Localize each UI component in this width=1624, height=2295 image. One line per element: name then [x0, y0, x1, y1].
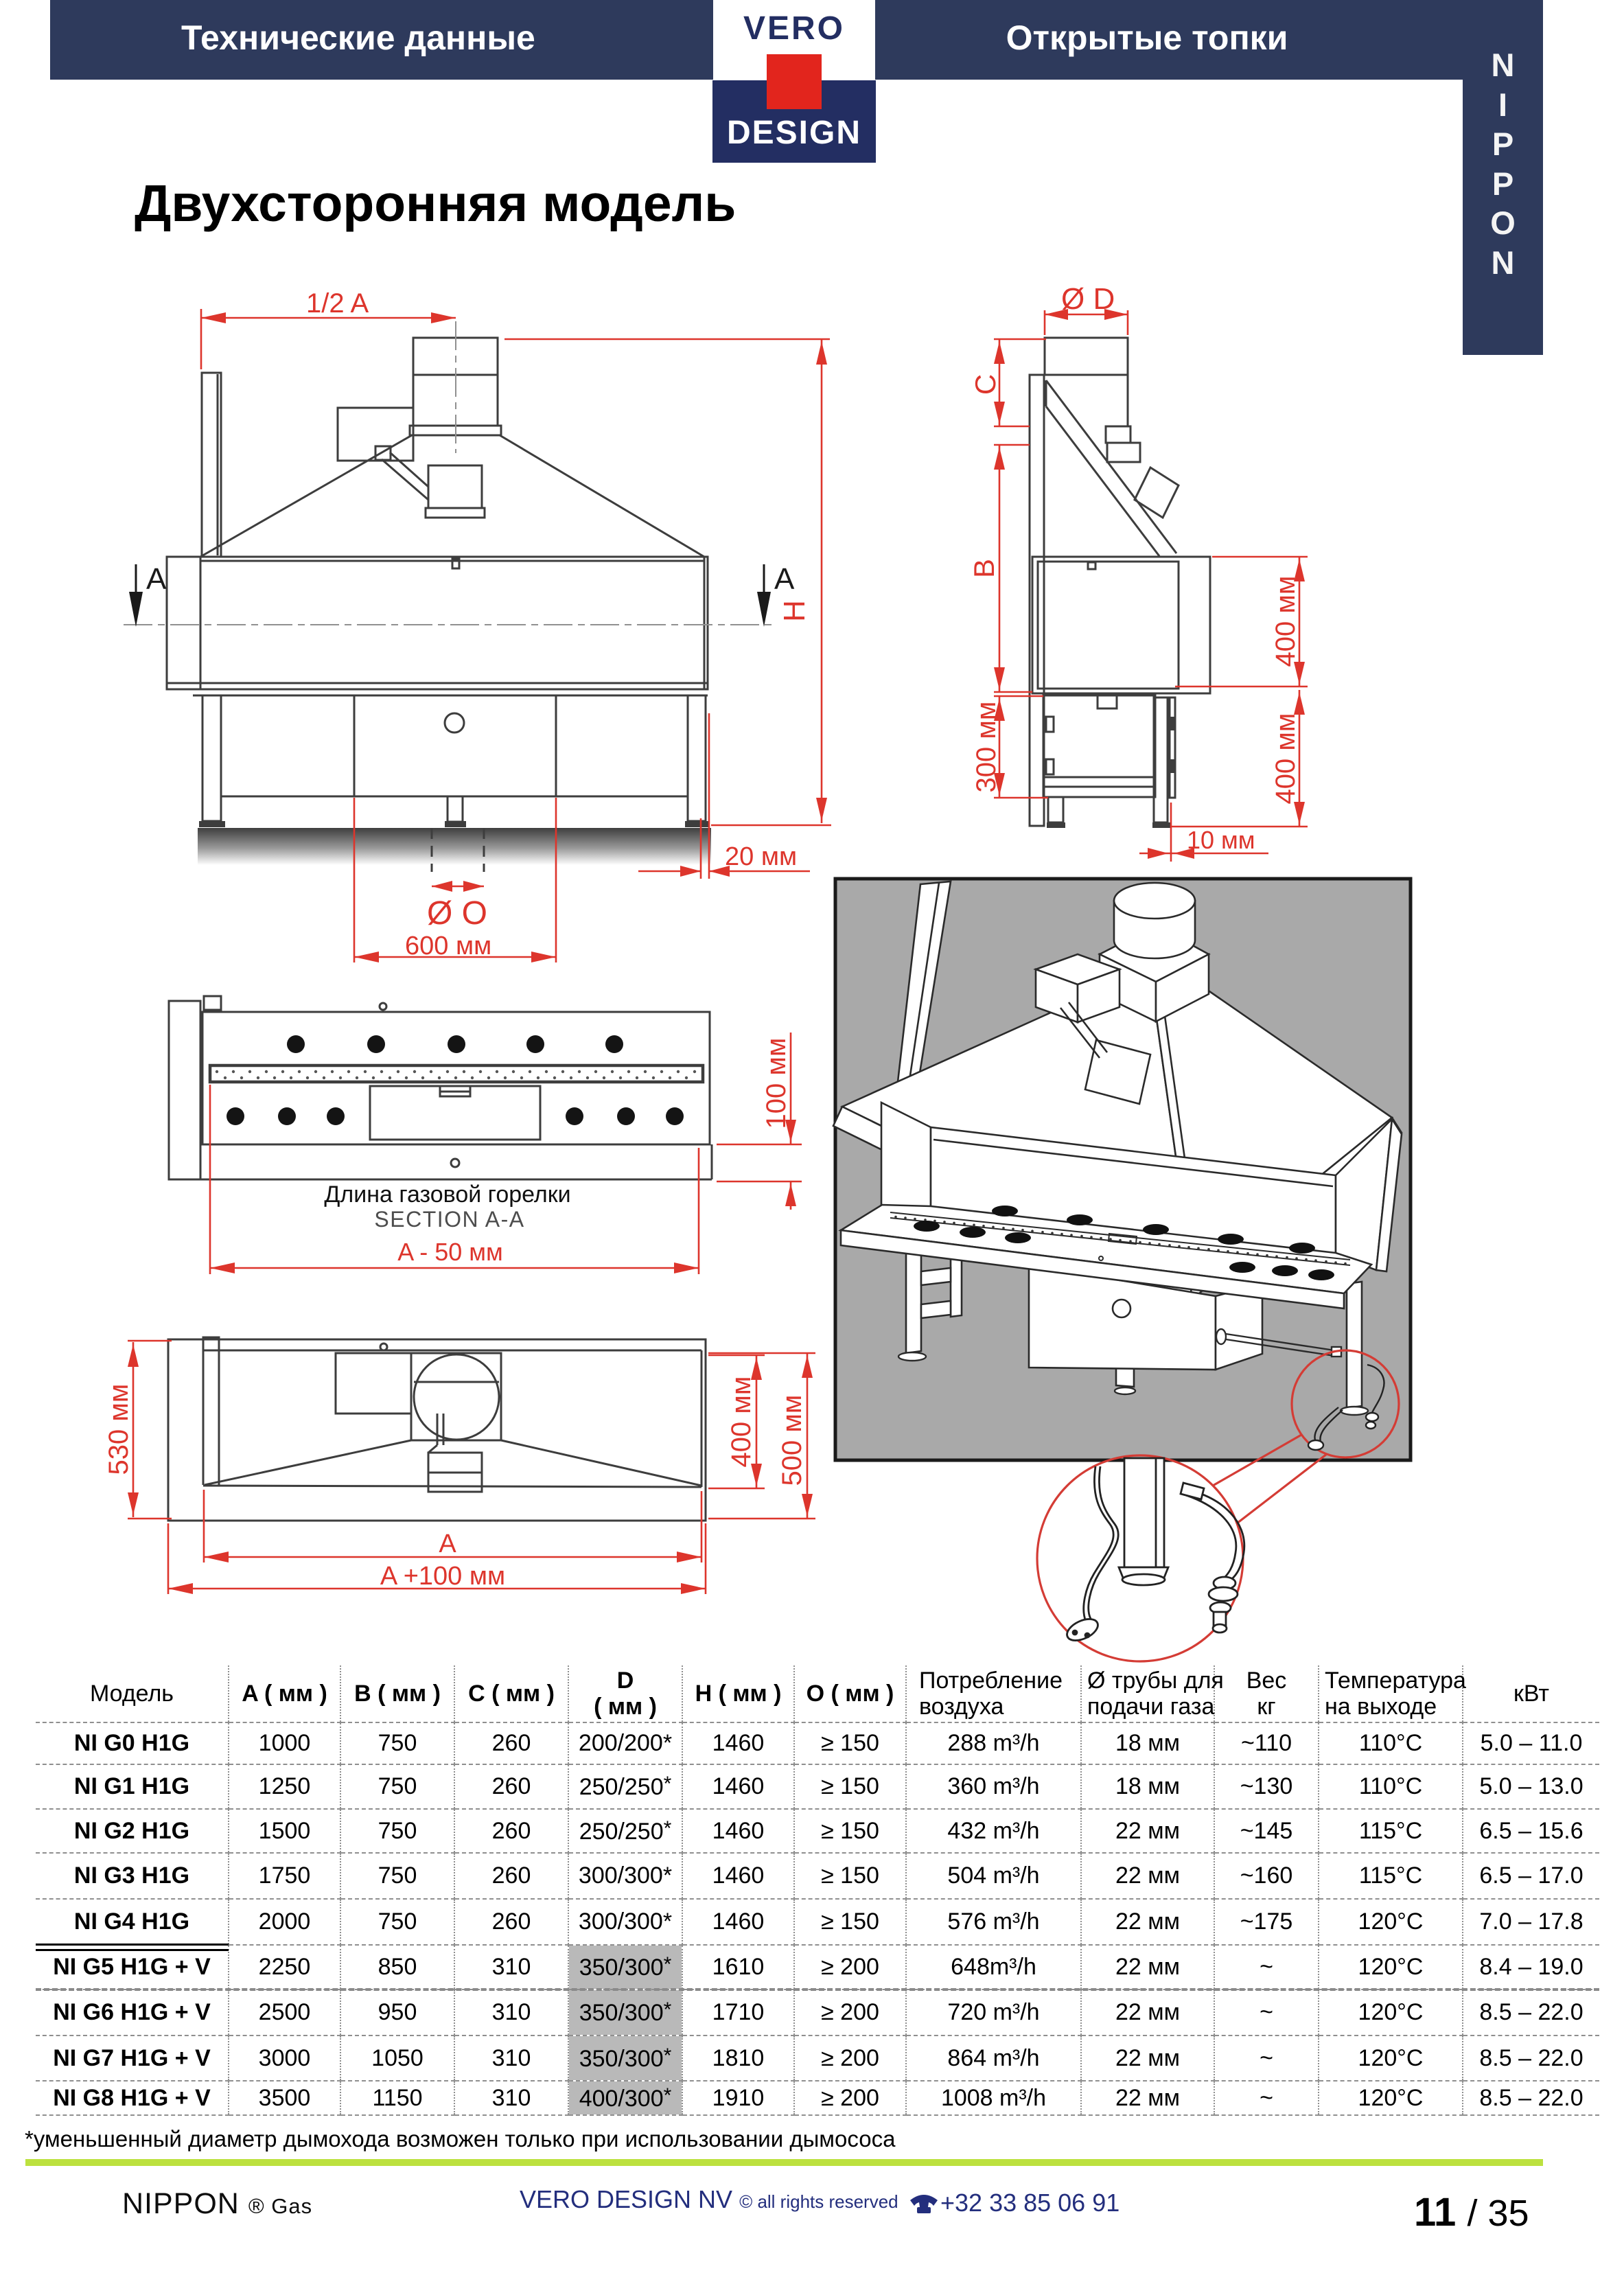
svg-text:A: A [439, 1530, 456, 1558]
svg-text:Длина газовой горелки: Длина газовой горелки [324, 1181, 570, 1208]
svg-text:Ø D: Ø D [1061, 282, 1115, 316]
svg-text:300 мм: 300 мм [971, 702, 1001, 793]
svg-text:10 мм: 10 мм [1187, 826, 1255, 854]
svg-text:400 мм: 400 мм [1271, 576, 1301, 667]
svg-text:600 мм: 600 мм [405, 932, 491, 960]
svg-text:B: B [968, 559, 1000, 578]
svg-text:SECTION A-A: SECTION A-A [374, 1207, 524, 1232]
svg-text:H: H [778, 600, 811, 622]
svg-text:A: A [146, 562, 167, 596]
svg-text:1/2 A: 1/2 A [306, 288, 369, 319]
svg-text:400 мм: 400 мм [1271, 713, 1301, 805]
svg-text:A +100 мм: A +100 мм [380, 1562, 505, 1591]
svg-text:A: A [774, 562, 795, 596]
svg-text:Ø O: Ø O [427, 895, 487, 932]
svg-text:20 мм: 20 мм [725, 842, 797, 871]
svg-text:100 мм: 100 мм [761, 1038, 791, 1129]
svg-text:400 мм: 400 мм [726, 1376, 756, 1468]
svg-text:500 мм: 500 мм [777, 1395, 807, 1486]
svg-text:A - 50 мм: A - 50 мм [397, 1238, 503, 1266]
svg-text:C: C [969, 374, 1001, 395]
svg-text:530 мм: 530 мм [104, 1384, 134, 1475]
